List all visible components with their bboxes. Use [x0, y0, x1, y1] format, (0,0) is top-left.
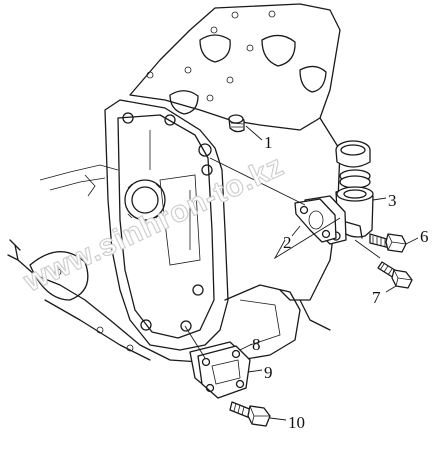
part-7-bolt	[377, 261, 413, 289]
part-label-8: 8	[252, 335, 261, 354]
part-label-10: 10	[288, 413, 305, 432]
part-label-1: 1	[264, 133, 273, 152]
part-label-2: 2	[283, 233, 292, 252]
part-1-plug	[228, 114, 245, 133]
part-label-6: 6	[420, 227, 429, 246]
part-number-labels: 1 2 3 6 7 8 9 10	[252, 133, 429, 432]
part-6-bolt	[369, 233, 407, 253]
watermark-text: www.sinhron-to.kz	[18, 149, 289, 299]
engine-block	[129, 3, 341, 331]
front-housing-plate	[104, 99, 229, 351]
side-flange	[7, 164, 201, 363]
part-10-bolt	[229, 401, 271, 427]
part-9-cover-plate	[197, 345, 251, 399]
part-label-9: 9	[264, 363, 273, 382]
leader-lines	[184, 125, 419, 421]
part-2-gasket	[294, 198, 337, 243]
part-label-3: 3	[388, 191, 397, 210]
part-label-7: 7	[372, 288, 381, 307]
